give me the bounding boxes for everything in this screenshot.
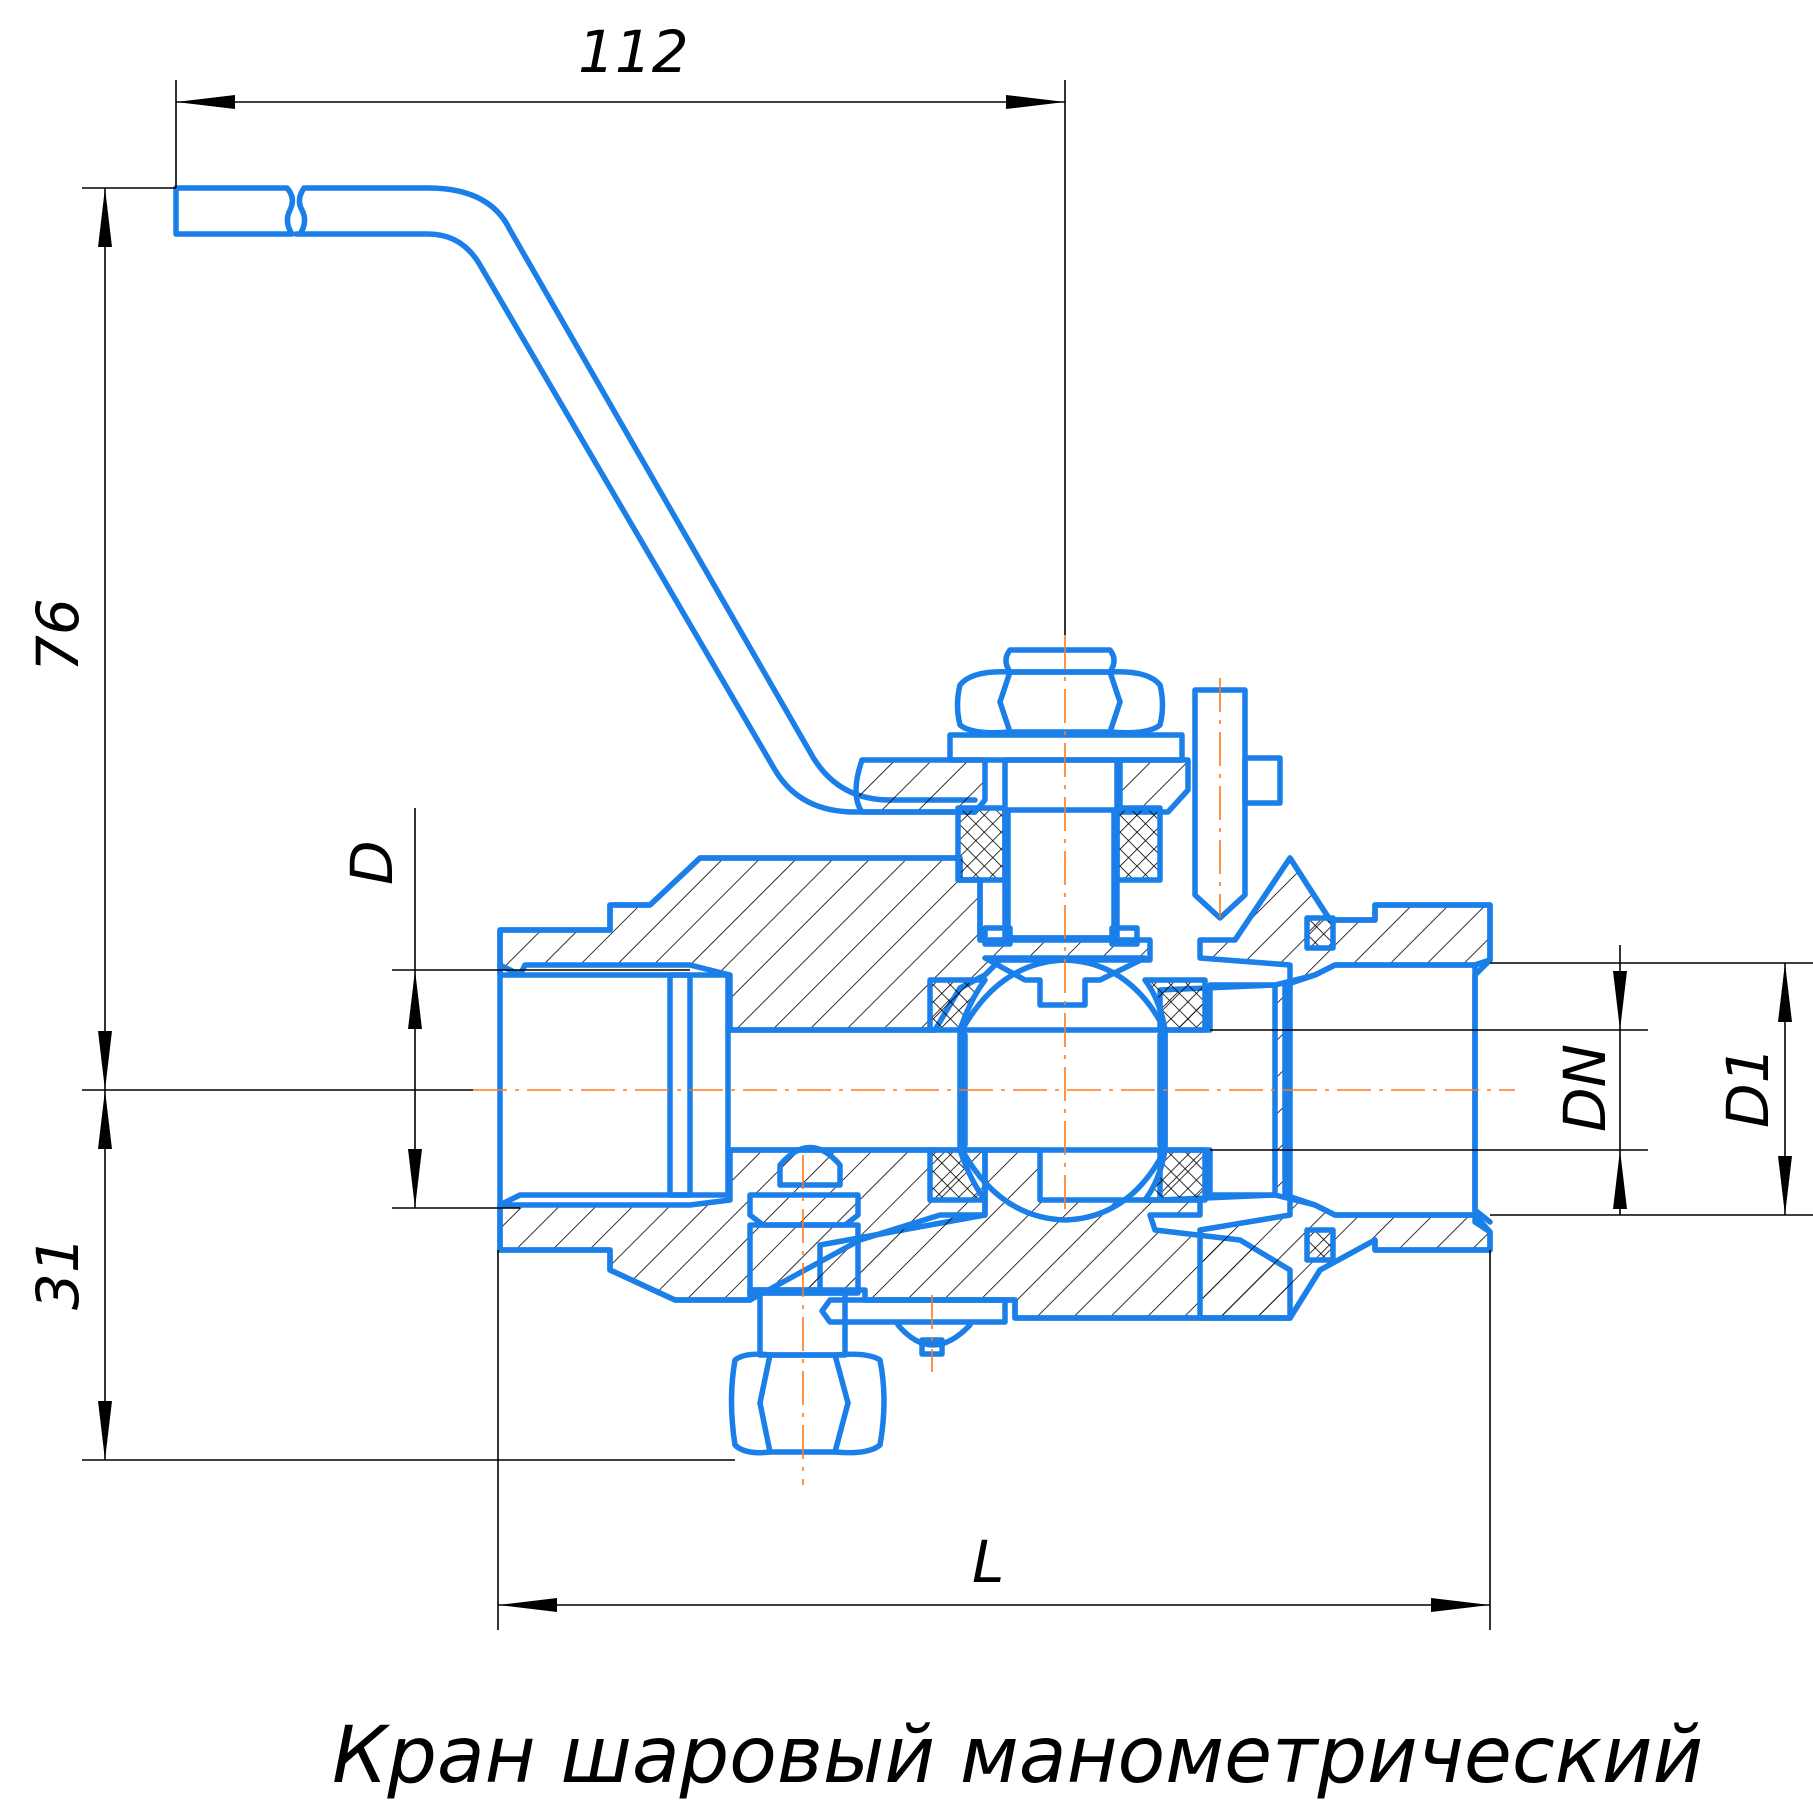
handle <box>173 185 978 815</box>
center-lines <box>473 635 1515 1485</box>
seat-upper-right <box>1142 977 1208 1033</box>
handle-root-right <box>1117 757 1191 815</box>
stem-ring-right <box>1109 925 1140 947</box>
dim-d1: D1 <box>1714 1046 1782 1128</box>
o-ring-lower <box>1304 1227 1336 1263</box>
o-ring-upper <box>1304 915 1336 951</box>
drain-plate <box>819 1297 1008 1325</box>
dim-76: 76 <box>24 598 92 672</box>
washer <box>947 732 1185 763</box>
drawing-title: Кран шаровый манометрический <box>332 1711 1703 1801</box>
stem-inner <box>1005 807 1117 941</box>
central-bore <box>725 1027 938 1153</box>
dim-d: D <box>338 840 406 885</box>
seat-lower-right <box>1142 1147 1208 1203</box>
dim-l: L <box>972 1528 1004 1596</box>
dimension-lines <box>82 80 1813 1630</box>
handle-root <box>853 757 988 815</box>
stem-ring-left <box>982 925 1013 947</box>
dim-dn: DN <box>1551 1044 1619 1132</box>
left-thread-step <box>667 972 731 1198</box>
stem-tenon <box>982 955 1148 1008</box>
dim-31: 31 <box>24 1236 92 1310</box>
stem-nut <box>954 647 1166 736</box>
packing-right <box>1114 805 1163 883</box>
stem <box>1002 757 1120 941</box>
right-chamfer <box>1472 957 1493 1225</box>
dim-112: 112 <box>578 18 689 86</box>
packing-left <box>955 805 1008 883</box>
drain-screw <box>895 1322 973 1348</box>
left-thread-bore <box>497 962 693 1208</box>
stop-pin <box>1192 687 1283 921</box>
